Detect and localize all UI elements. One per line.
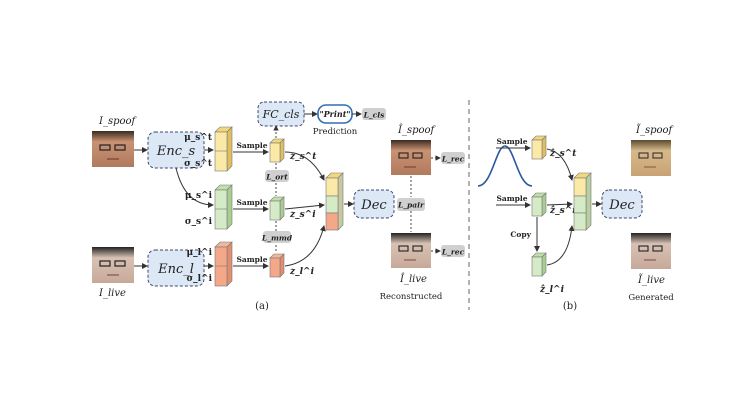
b-concat-latent-block: [573, 172, 592, 231]
loss-rec-top-label: L_rec: [441, 155, 465, 164]
input-spoof-face-image: [92, 131, 134, 167]
b-z-cube-live-identity: [531, 252, 547, 277]
b-z-cube-spoof-identity: [531, 192, 547, 217]
b-sample-label-2: Sample: [496, 194, 527, 203]
concat-latent-block: [325, 172, 344, 231]
loss-ort-label: L_ort: [265, 173, 288, 182]
print-output-label: "Print": [319, 109, 350, 119]
sample-label-1: Sample: [236, 141, 267, 150]
loss-cls-label: L_cls: [363, 111, 385, 120]
z-cube-live-identity: [269, 253, 285, 278]
generated-note: Generated: [628, 293, 674, 303]
b-z-s-t-label: ẑ_s^t: [549, 148, 577, 159]
sigma-l-i-label: σ_l^i: [186, 274, 212, 284]
encoder-live-label: Enc_l: [157, 262, 194, 277]
classifier-box: [257, 101, 305, 127]
latent-block-spoof-identity: [214, 184, 233, 230]
loss-pair-label: L_pair: [397, 201, 425, 210]
loss-mmd-box: [263, 231, 291, 243]
b-z-l-i-label: ẑ_l^i: [539, 284, 565, 295]
loss-ort-box: [265, 170, 289, 182]
loss-pair-box: [397, 198, 425, 211]
recon-spoof-face-image: [391, 140, 431, 175]
mu-l-i-label: μ_l^i: [187, 248, 213, 258]
input-live-face-image: [92, 247, 134, 283]
z-s-t-label: z_s^t: [289, 152, 317, 162]
input-live-label: I_live: [98, 288, 126, 299]
recon-spoof-label: Î_spoof: [397, 124, 437, 136]
b-z-cube-spoof-texture: [531, 135, 547, 160]
loss-rec-bottom-box: [441, 245, 465, 257]
encoder-spoof-label: Enc_s: [156, 144, 196, 159]
decoder-a-label: Dec: [360, 198, 387, 213]
decoder-b-label: Dec: [608, 198, 635, 213]
sample-label-3: Sample: [236, 255, 267, 264]
reconstructed-note: Reconstructed: [380, 292, 443, 302]
loss-cls-box: [362, 108, 386, 120]
classifier-label: FC_cls: [262, 108, 300, 121]
panel-b-caption: (b): [563, 301, 577, 312]
loss-rec-bottom-label: L_rec: [441, 248, 465, 257]
gen-live-face-image: [631, 233, 671, 269]
recon-live-face-image: [391, 233, 431, 268]
loss-mmd-label: L_mmd: [261, 234, 293, 243]
mu-s-t-label: μ_s^t: [184, 133, 213, 143]
gen-spoof-label: Ĩ_spoof: [635, 124, 675, 136]
decoder-b: [601, 189, 643, 219]
gen-live-label: Ĩ_live: [637, 274, 665, 286]
b-z-s-i-label: ẑ_s^i: [549, 205, 576, 216]
gaussian-curve-icon: [477, 145, 533, 187]
panel-a-caption: (a): [255, 301, 269, 312]
b-sample-label-1: Sample: [496, 137, 527, 146]
decoder-a: [353, 189, 395, 219]
input-spoof-label: I_spoof: [98, 116, 138, 127]
sigma-s-t-label: σ_s^t: [184, 159, 213, 169]
latent-block-live-identity: [214, 241, 233, 287]
z-cube-spoof-texture: [269, 138, 285, 163]
z-cube-spoof-identity: [269, 196, 285, 221]
encoder-live: [147, 249, 205, 287]
z-s-i-label: z_s^i: [289, 210, 316, 220]
gen-spoof-face-image: [631, 140, 671, 176]
prediction-note: Prediction: [313, 127, 358, 137]
z-l-i-label: z_l^i: [289, 267, 315, 277]
mu-s-i-label: μ_s^i: [185, 191, 213, 201]
latent-block-spoof-texture: [214, 126, 233, 172]
copy-label: Copy: [510, 230, 531, 239]
loss-rec-top-box: [441, 152, 465, 164]
sample-label-2: Sample: [236, 198, 267, 207]
recon-live-label: Î_live: [399, 273, 427, 285]
sigma-s-i-label: σ_s^i: [185, 217, 213, 227]
